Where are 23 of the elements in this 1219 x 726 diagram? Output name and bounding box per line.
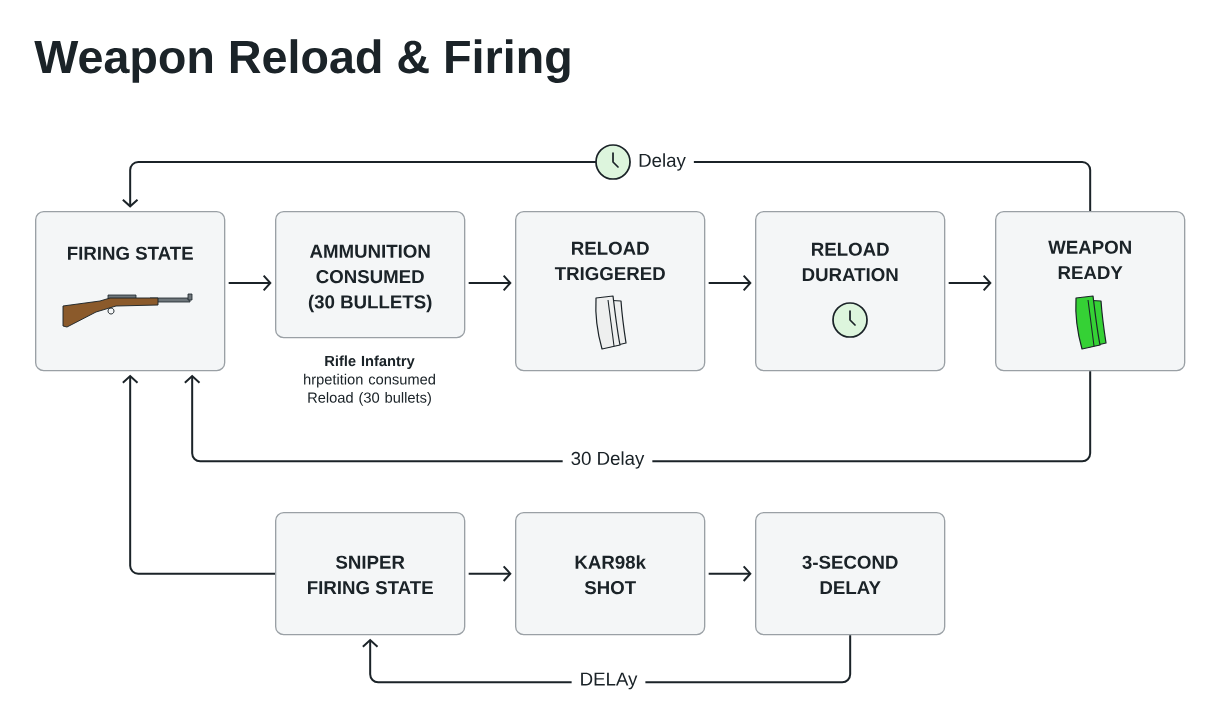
edge-label: 30 Delay bbox=[562, 448, 653, 472]
title: Weapon Reload & Firing bbox=[34, 39, 570, 83]
arrow bbox=[227, 274, 272, 292]
process-box: FIRING STATE bbox=[35, 211, 226, 372]
arrow bbox=[121, 161, 1092, 212]
process-box: KAR98k SHOT bbox=[515, 512, 706, 636]
arrow bbox=[947, 274, 992, 292]
process-box: RELOAD DURATION bbox=[755, 211, 946, 372]
arrow bbox=[467, 274, 512, 292]
process-box: RELOAD TRIGGERED bbox=[515, 211, 706, 372]
process-box: AMMUNITION CONSUMED (30 BULLETS) bbox=[275, 211, 466, 339]
process-box: WEAPON READY bbox=[995, 211, 1186, 372]
caption-heading: Rifle Infantry bbox=[325, 355, 415, 370]
caption-text: hrpetition consumed Reload (30 bullets) bbox=[304, 373, 435, 406]
arrow bbox=[707, 274, 752, 292]
arrow bbox=[707, 565, 752, 582]
edge-label: DELAy bbox=[571, 670, 646, 693]
arrow bbox=[183, 370, 1092, 463]
process-box: SNIPER FIRING STATE bbox=[275, 512, 466, 636]
arrow bbox=[121, 374, 276, 575]
edge-label: Delay bbox=[630, 150, 694, 174]
arrow bbox=[467, 565, 512, 582]
process-box: 3-SECOND DELAY bbox=[755, 512, 946, 636]
